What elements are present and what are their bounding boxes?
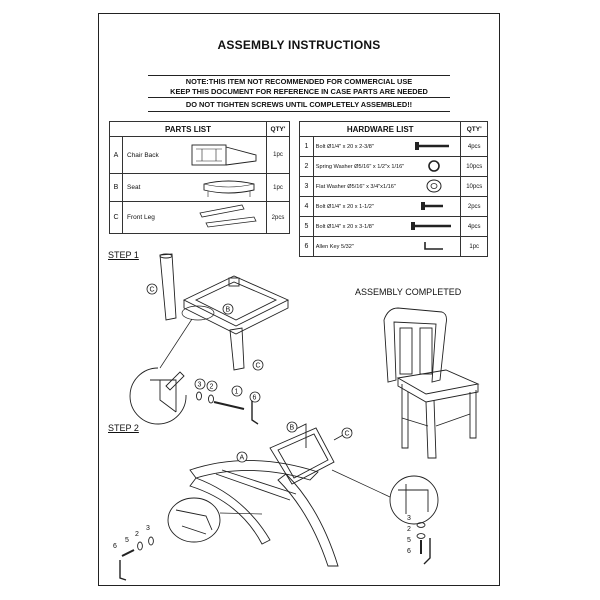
spring-washer-icon: [428, 159, 440, 172]
part-qty: 1pc: [266, 173, 290, 202]
callout-3-right: 3: [407, 515, 411, 522]
assembly-completed-label: ASSEMBLY COMPLETED: [355, 287, 462, 297]
detail-leader: [159, 318, 193, 369]
callout-3: 3: [198, 382, 202, 389]
hardware-row: 5 Bolt Ø1/4" x 20 x 3-1/8" 4pcs: [299, 216, 488, 237]
callout-c-step1: C: [150, 287, 155, 294]
callout-6-right: 6: [407, 548, 411, 555]
divider: [148, 111, 450, 112]
hardware-qty: 1pc: [460, 236, 488, 257]
front-leg-step1: [159, 253, 245, 371]
note-do-not-tighten: DO NOT TIGHTEN SCREWS UNTIL COMPLETELY A…: [185, 100, 413, 109]
step1-hardware: [196, 391, 259, 425]
callout-6: 6: [253, 395, 257, 402]
step2-detail-left: [167, 497, 221, 543]
step2-detail-right: [389, 475, 439, 525]
step2-hardware-right: [416, 522, 431, 565]
front-leg-illustration: [199, 204, 257, 228]
allen-key-icon: [424, 241, 443, 250]
page-title: ASSEMBLY INSTRUCTIONS: [217, 38, 381, 52]
callout-2-right: 2: [407, 526, 411, 533]
seat-illustration: [203, 180, 255, 197]
step2-hardware-left: [119, 536, 154, 581]
divider: [148, 75, 450, 76]
part-name: Seat: [127, 184, 141, 191]
parts-row: B Seat 1pc: [109, 173, 290, 202]
detail-indicator: [181, 305, 215, 321]
part-qty: 2pcs: [266, 201, 290, 234]
part-qty: 1pc: [266, 136, 290, 174]
hardware-name: Allen Key 5/32": [312, 236, 408, 257]
divider: [148, 97, 450, 98]
part-name: Chair Back: [127, 151, 159, 159]
note-commercial-use: NOTE:THIS ITEM NOT RECOMMENDED FOR COMME…: [185, 77, 413, 86]
callout-a-step2: A: [240, 455, 245, 462]
long-bolt-icon: [415, 141, 450, 150]
seat-frame-step1: [182, 275, 290, 335]
callout-2: 2: [210, 384, 214, 391]
completed-chair: [383, 307, 480, 459]
chair-back-illustration: [191, 144, 257, 166]
hardware-list-table: HARDWARE LIST QTY' 1 Bolt Ø1/4" x 20 x 2…: [298, 121, 488, 257]
hardware-row: 6 Allen Key 5/32" 1pc: [299, 236, 488, 257]
hardware-number: 6: [299, 236, 314, 257]
callout-b-step1: B: [226, 307, 231, 314]
callout-b-step2: B: [290, 425, 295, 432]
callout-c-step2: C: [345, 431, 350, 438]
part-name: Front Leg: [127, 214, 155, 221]
callout-1: 1: [235, 389, 239, 396]
parts-row: C Front Leg 2pcs: [109, 201, 290, 234]
note-keep-document: KEEP THIS DOCUMENT FOR REFERENCE IN CASE…: [170, 87, 428, 96]
callout-5-left: 5: [125, 537, 129, 544]
callout-6-left: 6: [113, 543, 117, 550]
hardware-row: 4 Bolt Ø1/4" x 20 x 1-1/2" 2pcs: [299, 196, 488, 217]
flat-washer-icon: [426, 179, 442, 192]
chair-back-step2: [189, 423, 353, 567]
hardware-row: 2 Spring Washer Ø5/16" x 1/2"x 1/16" 10p…: [299, 156, 488, 177]
callout-c-step1b: C: [256, 363, 261, 370]
step-2-label: STEP 2: [108, 423, 139, 433]
extra-long-bolt-icon: [411, 221, 452, 230]
instruction-sheet-border: [98, 13, 500, 586]
short-bolt-icon: [421, 201, 444, 210]
callout-2-left: 2: [135, 531, 139, 538]
callout-5-right: 5: [407, 537, 411, 544]
step-1-label: STEP 1: [108, 250, 139, 260]
step1-detail-magnifier: [129, 367, 187, 425]
callout-3-left: 3: [146, 525, 150, 532]
parts-list-table: PARTS LIST QTY' A Chair Back 1pc B Seat: [109, 121, 290, 234]
hardware-qty: 2pcs: [460, 196, 488, 217]
